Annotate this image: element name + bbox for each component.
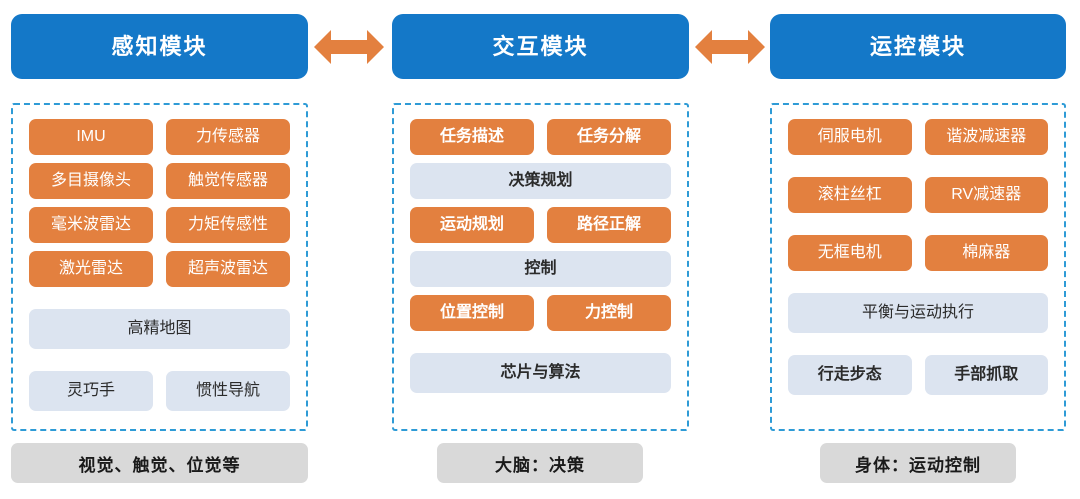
module-header-label: 运控模块 (869, 33, 966, 59)
chip-path-forward-solution[interactable]: 路径正解 (547, 207, 671, 243)
chip-row: 毫米波雷达 力矩传感性 (29, 207, 290, 243)
footer-label-perception: 视觉、触觉、位觉等 (11, 443, 308, 483)
chip-lidar[interactable]: 激光雷达 (29, 251, 153, 287)
chip-row: 滚柱丝杠 RV减速器 (788, 177, 1048, 213)
chip-balance-and-motion-execution[interactable]: 平衡与运动执行 (788, 293, 1048, 333)
chip-roller-screw[interactable]: 滚柱丝杠 (788, 177, 912, 213)
chip-walking-gait[interactable]: 行走步态 (788, 355, 912, 395)
chip-row: 行走步态 手部抓取 (788, 355, 1048, 395)
chip-multi-camera[interactable]: 多目摄像头 (29, 163, 153, 199)
chip-imu[interactable]: IMU (29, 119, 153, 155)
chip-cotton-linen-device[interactable]: 棉麻器 (924, 235, 1048, 271)
chip-task-description[interactable]: 任务描述 (410, 119, 534, 155)
chip-row: 决策规划 (410, 163, 671, 199)
chip-row: 无框电机 棉麻器 (788, 235, 1048, 271)
chip-row: 激光雷达 超声波雷达 (29, 251, 290, 287)
chip-row: 芯片与算法 (410, 353, 671, 393)
double-headed-arrow-icon (314, 28, 384, 66)
chip-row: 任务描述 任务分解 (410, 119, 671, 155)
module-header-label: 感知模块 (111, 33, 208, 59)
chip-harmonic-reducer[interactable]: 谐波减速器 (924, 119, 1048, 155)
chip-ultrasonic-radar[interactable]: 超声波雷达 (166, 251, 290, 287)
chip-chip-and-algorithm[interactable]: 芯片与算法 (410, 353, 671, 393)
chip-row: 多目摄像头 触觉传感器 (29, 163, 290, 199)
module-header-label: 交互模块 (492, 33, 589, 59)
chip-hd-map[interactable]: 高精地图 (29, 309, 290, 349)
chip-dexterous-hand[interactable]: 灵巧手 (29, 371, 153, 411)
chip-control[interactable]: 控制 (410, 251, 671, 287)
footer-label-motion-control: 身体：运动控制 (820, 443, 1016, 483)
chip-row: 控制 (410, 251, 671, 287)
chip-motion-planning[interactable]: 运动规划 (410, 207, 534, 243)
module-header-perception[interactable]: 感知模块 (11, 14, 308, 79)
module-column-perception: 感知模块 IMU 力传感器 多目摄像头 触觉传感器 毫米波雷达 力矩传感性 激光… (11, 0, 308, 499)
chip-torque-sensor[interactable]: 力矩传感性 (166, 207, 290, 243)
chip-tactile-sensor[interactable]: 触觉传感器 (166, 163, 290, 199)
chip-force-sensor[interactable]: 力传感器 (166, 119, 290, 155)
module-header-motion-control[interactable]: 运控模块 (770, 14, 1066, 79)
module-panel-motion-control: 伺服电机 谐波减速器 滚柱丝杠 RV减速器 无框电机 棉麻器 平衡与运动执行 行… (770, 103, 1066, 431)
footer-label-interaction: 大脑：决策 (437, 443, 643, 483)
chip-rv-reducer[interactable]: RV减速器 (924, 177, 1048, 213)
chip-task-decomposition[interactable]: 任务分解 (547, 119, 671, 155)
module-column-interaction: 交互模块 任务描述 任务分解 决策规划 运动规划 路径正解 控制 位置控制 力控… (392, 0, 689, 499)
module-header-interaction[interactable]: 交互模块 (392, 14, 689, 79)
module-panel-perception: IMU 力传感器 多目摄像头 触觉传感器 毫米波雷达 力矩传感性 激光雷达 超声… (11, 103, 308, 431)
module-panel-interaction: 任务描述 任务分解 决策规划 运动规划 路径正解 控制 位置控制 力控制 芯片与… (392, 103, 689, 431)
chip-row: IMU 力传感器 (29, 119, 290, 155)
chip-row: 灵巧手 惯性导航 (29, 371, 290, 411)
chip-row: 位置控制 力控制 (410, 295, 671, 331)
chip-force-control[interactable]: 力控制 (547, 295, 671, 331)
double-headed-arrow-icon (695, 28, 765, 66)
chip-servo-motor[interactable]: 伺服电机 (788, 119, 912, 155)
chip-frameless-motor[interactable]: 无框电机 (788, 235, 912, 271)
chip-row: 高精地图 (29, 309, 290, 349)
chip-decision-planning[interactable]: 决策规划 (410, 163, 671, 199)
chip-row: 运动规划 路径正解 (410, 207, 671, 243)
chip-row: 平衡与运动执行 (788, 293, 1048, 333)
chip-inertial-navigation[interactable]: 惯性导航 (166, 371, 290, 411)
module-column-motion-control: 运控模块 伺服电机 谐波减速器 滚柱丝杠 RV减速器 无框电机 棉麻器 平衡与运… (770, 0, 1066, 499)
chip-mmwave-radar[interactable]: 毫米波雷达 (29, 207, 153, 243)
chip-row: 伺服电机 谐波减速器 (788, 119, 1048, 155)
chip-hand-grasping[interactable]: 手部抓取 (924, 355, 1048, 395)
chip-position-control[interactable]: 位置控制 (410, 295, 534, 331)
